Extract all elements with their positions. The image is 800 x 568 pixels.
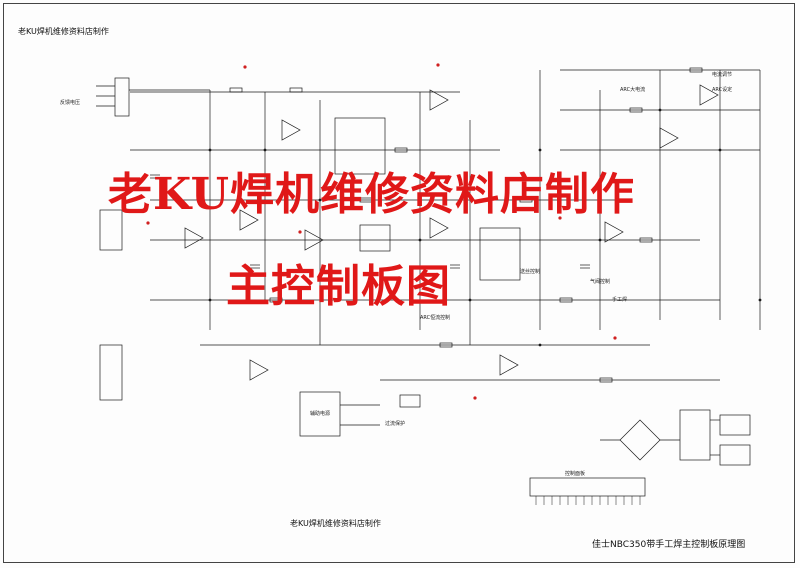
label-arc-adjust: ARC设定 [712, 87, 733, 93]
note-block-left-3 [10, 318, 130, 388]
label-thermal-protect: 过流保护 [385, 421, 406, 427]
note-block-bottom-left [10, 410, 280, 510]
watermark-line-1: 老KU焊机维修资料店制作 [108, 169, 636, 220]
footer-title: 佳士NBC350带手工焊主控制板原理图 [592, 540, 746, 550]
sheet-border [3, 3, 795, 563]
label-manual-weld: 手工焊 [612, 297, 628, 303]
label-current-adjust: 电流调节 [712, 72, 733, 78]
label-aux-power: 辅助电源 [310, 411, 331, 417]
header-title: 老KU焊机维修资料店制作 [18, 27, 109, 36]
label-feedback: 反馈电压 [60, 100, 81, 106]
footer-center-note: 老KU焊机维修资料店制作 [290, 519, 381, 528]
note-block-top-center [153, 14, 383, 54]
note-block-left-1 [10, 155, 105, 205]
label-arc-constant: ARC恒流控制 [420, 315, 451, 321]
label-wire-feed: 送丝控制 [520, 269, 541, 275]
label-gas-valve: 气阀控制 [590, 279, 611, 285]
label-arc-big: ARC大电流 [620, 87, 646, 93]
note-block-left-2 [10, 215, 105, 310]
label-control-panel: 控制面板 [565, 471, 586, 477]
note-block-bottom-mid [290, 450, 520, 495]
watermark-line-2: 主控制板图 [226, 261, 451, 312]
note-block-top-right [400, 14, 780, 54]
